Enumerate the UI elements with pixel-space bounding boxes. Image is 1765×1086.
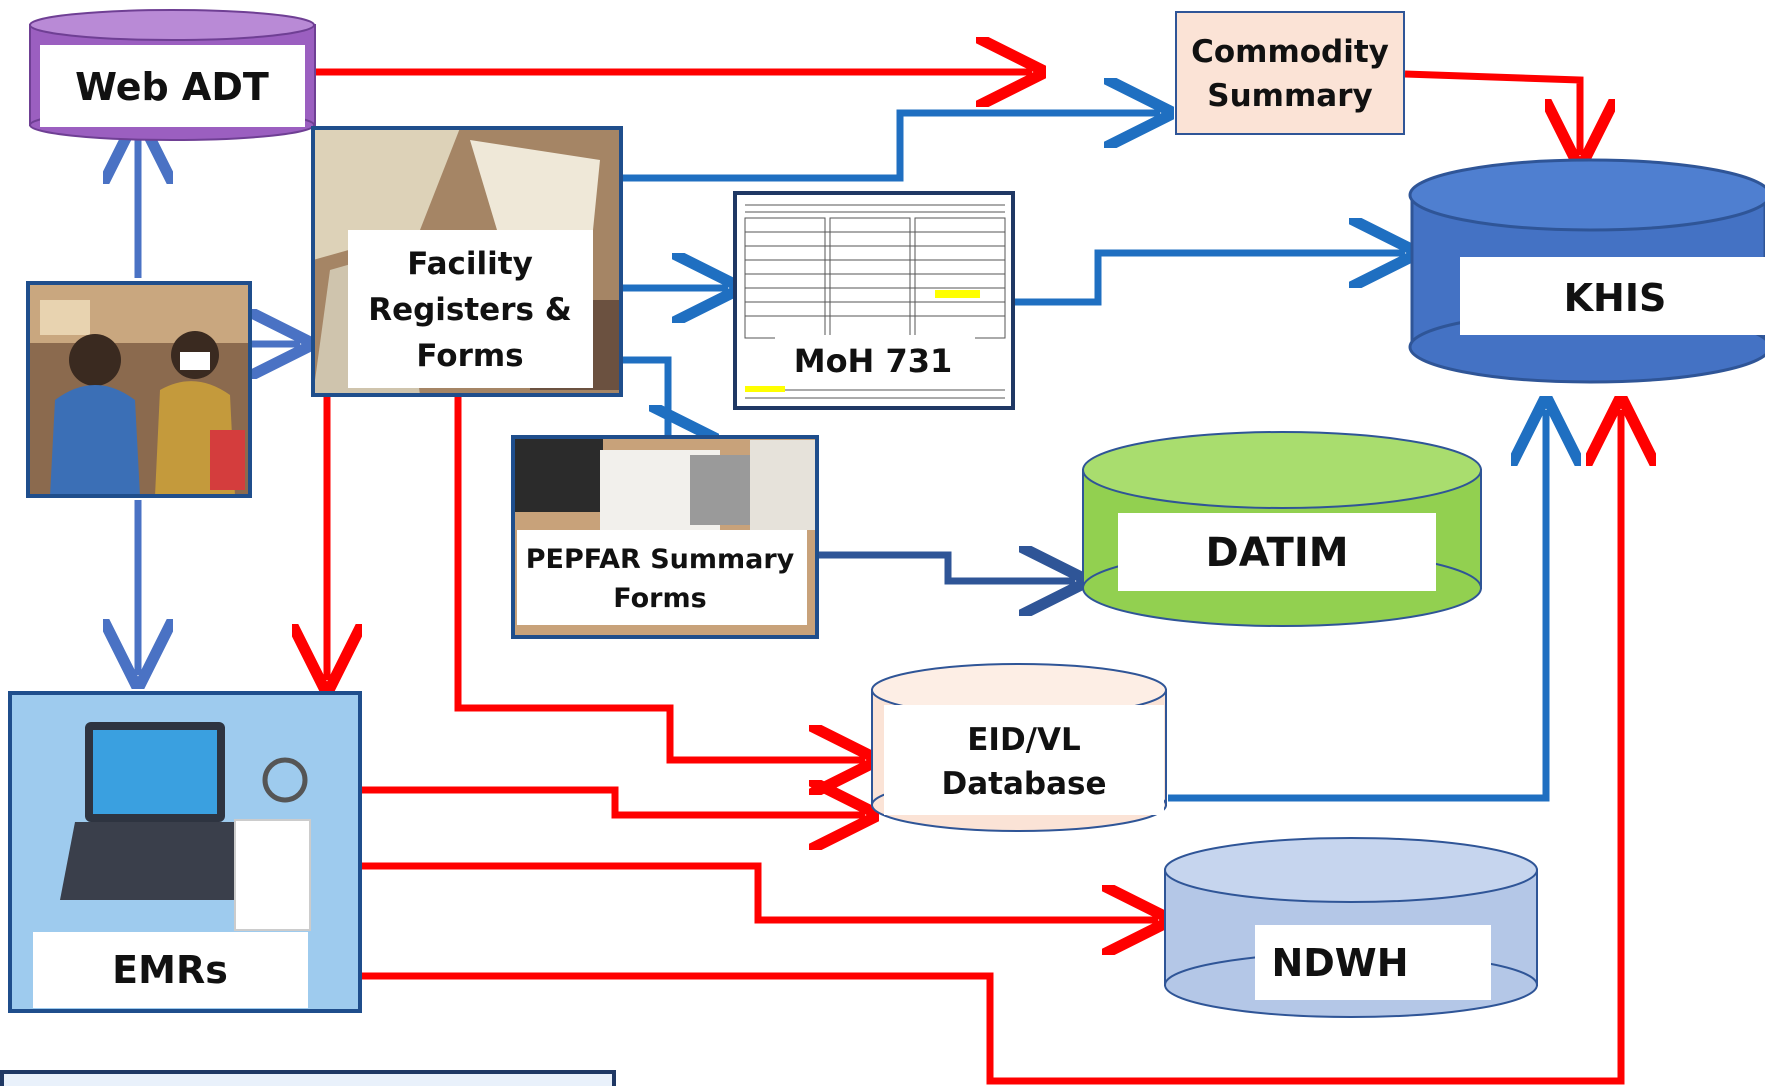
arrow-registers-to-pepfar	[622, 356, 705, 440]
khis-label: KHIS	[1564, 276, 1667, 320]
moh-731-node: MoH 731	[733, 191, 1015, 410]
ndwh-label: NDWH	[1271, 941, 1408, 985]
pepfar-summary-node: PEPFAR Summary Forms	[511, 435, 819, 639]
facility-registers-label-line1: Facility	[407, 246, 533, 282]
pepfar-summary-label-line2: Forms	[613, 583, 706, 614]
web-adt-node: Web ADT	[29, 9, 316, 141]
datim-label: DATIM	[1205, 530, 1348, 576]
emrs-label: EMRs	[112, 948, 228, 992]
eid-vl-label-line1: EID/VL	[967, 722, 1081, 758]
facility-registers-label-line2: Registers &	[368, 292, 572, 328]
arrow-emrs-to-ndwh	[362, 862, 1158, 920]
connectors	[138, 70, 1621, 1085]
arrow-emrs-to-eidvl	[362, 790, 865, 815]
web-adt-label: Web ADT	[75, 65, 269, 109]
commodity-summary-node: Commodity Summary	[1175, 11, 1405, 135]
facility-registers-node: Facility Registers & Forms	[311, 126, 623, 397]
arrow-registers-to-commodity	[622, 113, 1160, 182]
partial-legend-box	[0, 1070, 616, 1086]
arrow-commodity-to-khis	[1404, 70, 1580, 155]
khis-node: KHIS	[1408, 158, 1765, 384]
arrow-pepfar-to-datim	[818, 555, 1075, 581]
arrow-registers-to-eidvl	[454, 396, 865, 760]
eid-vl-node: EID/VL Database	[871, 663, 1167, 832]
pepfar-summary-label-line1: PEPFAR Summary	[526, 544, 795, 575]
emrs-node: EMRs	[8, 691, 362, 1013]
arrow-moh731-to-khis	[1015, 253, 1405, 306]
datim-node: DATIM	[1082, 431, 1482, 627]
moh-731-label: MoH 731	[794, 342, 953, 380]
commodity-summary-label-line2: Summary	[1207, 78, 1372, 114]
commodity-summary-label-line1: Commodity	[1191, 34, 1389, 70]
ndwh-node: NDWH	[1164, 837, 1538, 1018]
arrow-eidvl-to-khis	[1168, 410, 1546, 802]
patient-photo	[26, 281, 252, 498]
arrow-emrs-to-khis	[362, 410, 1621, 1085]
eid-vl-label-line2: Database	[942, 766, 1107, 802]
facility-registers-label-line3: Forms	[416, 338, 523, 374]
